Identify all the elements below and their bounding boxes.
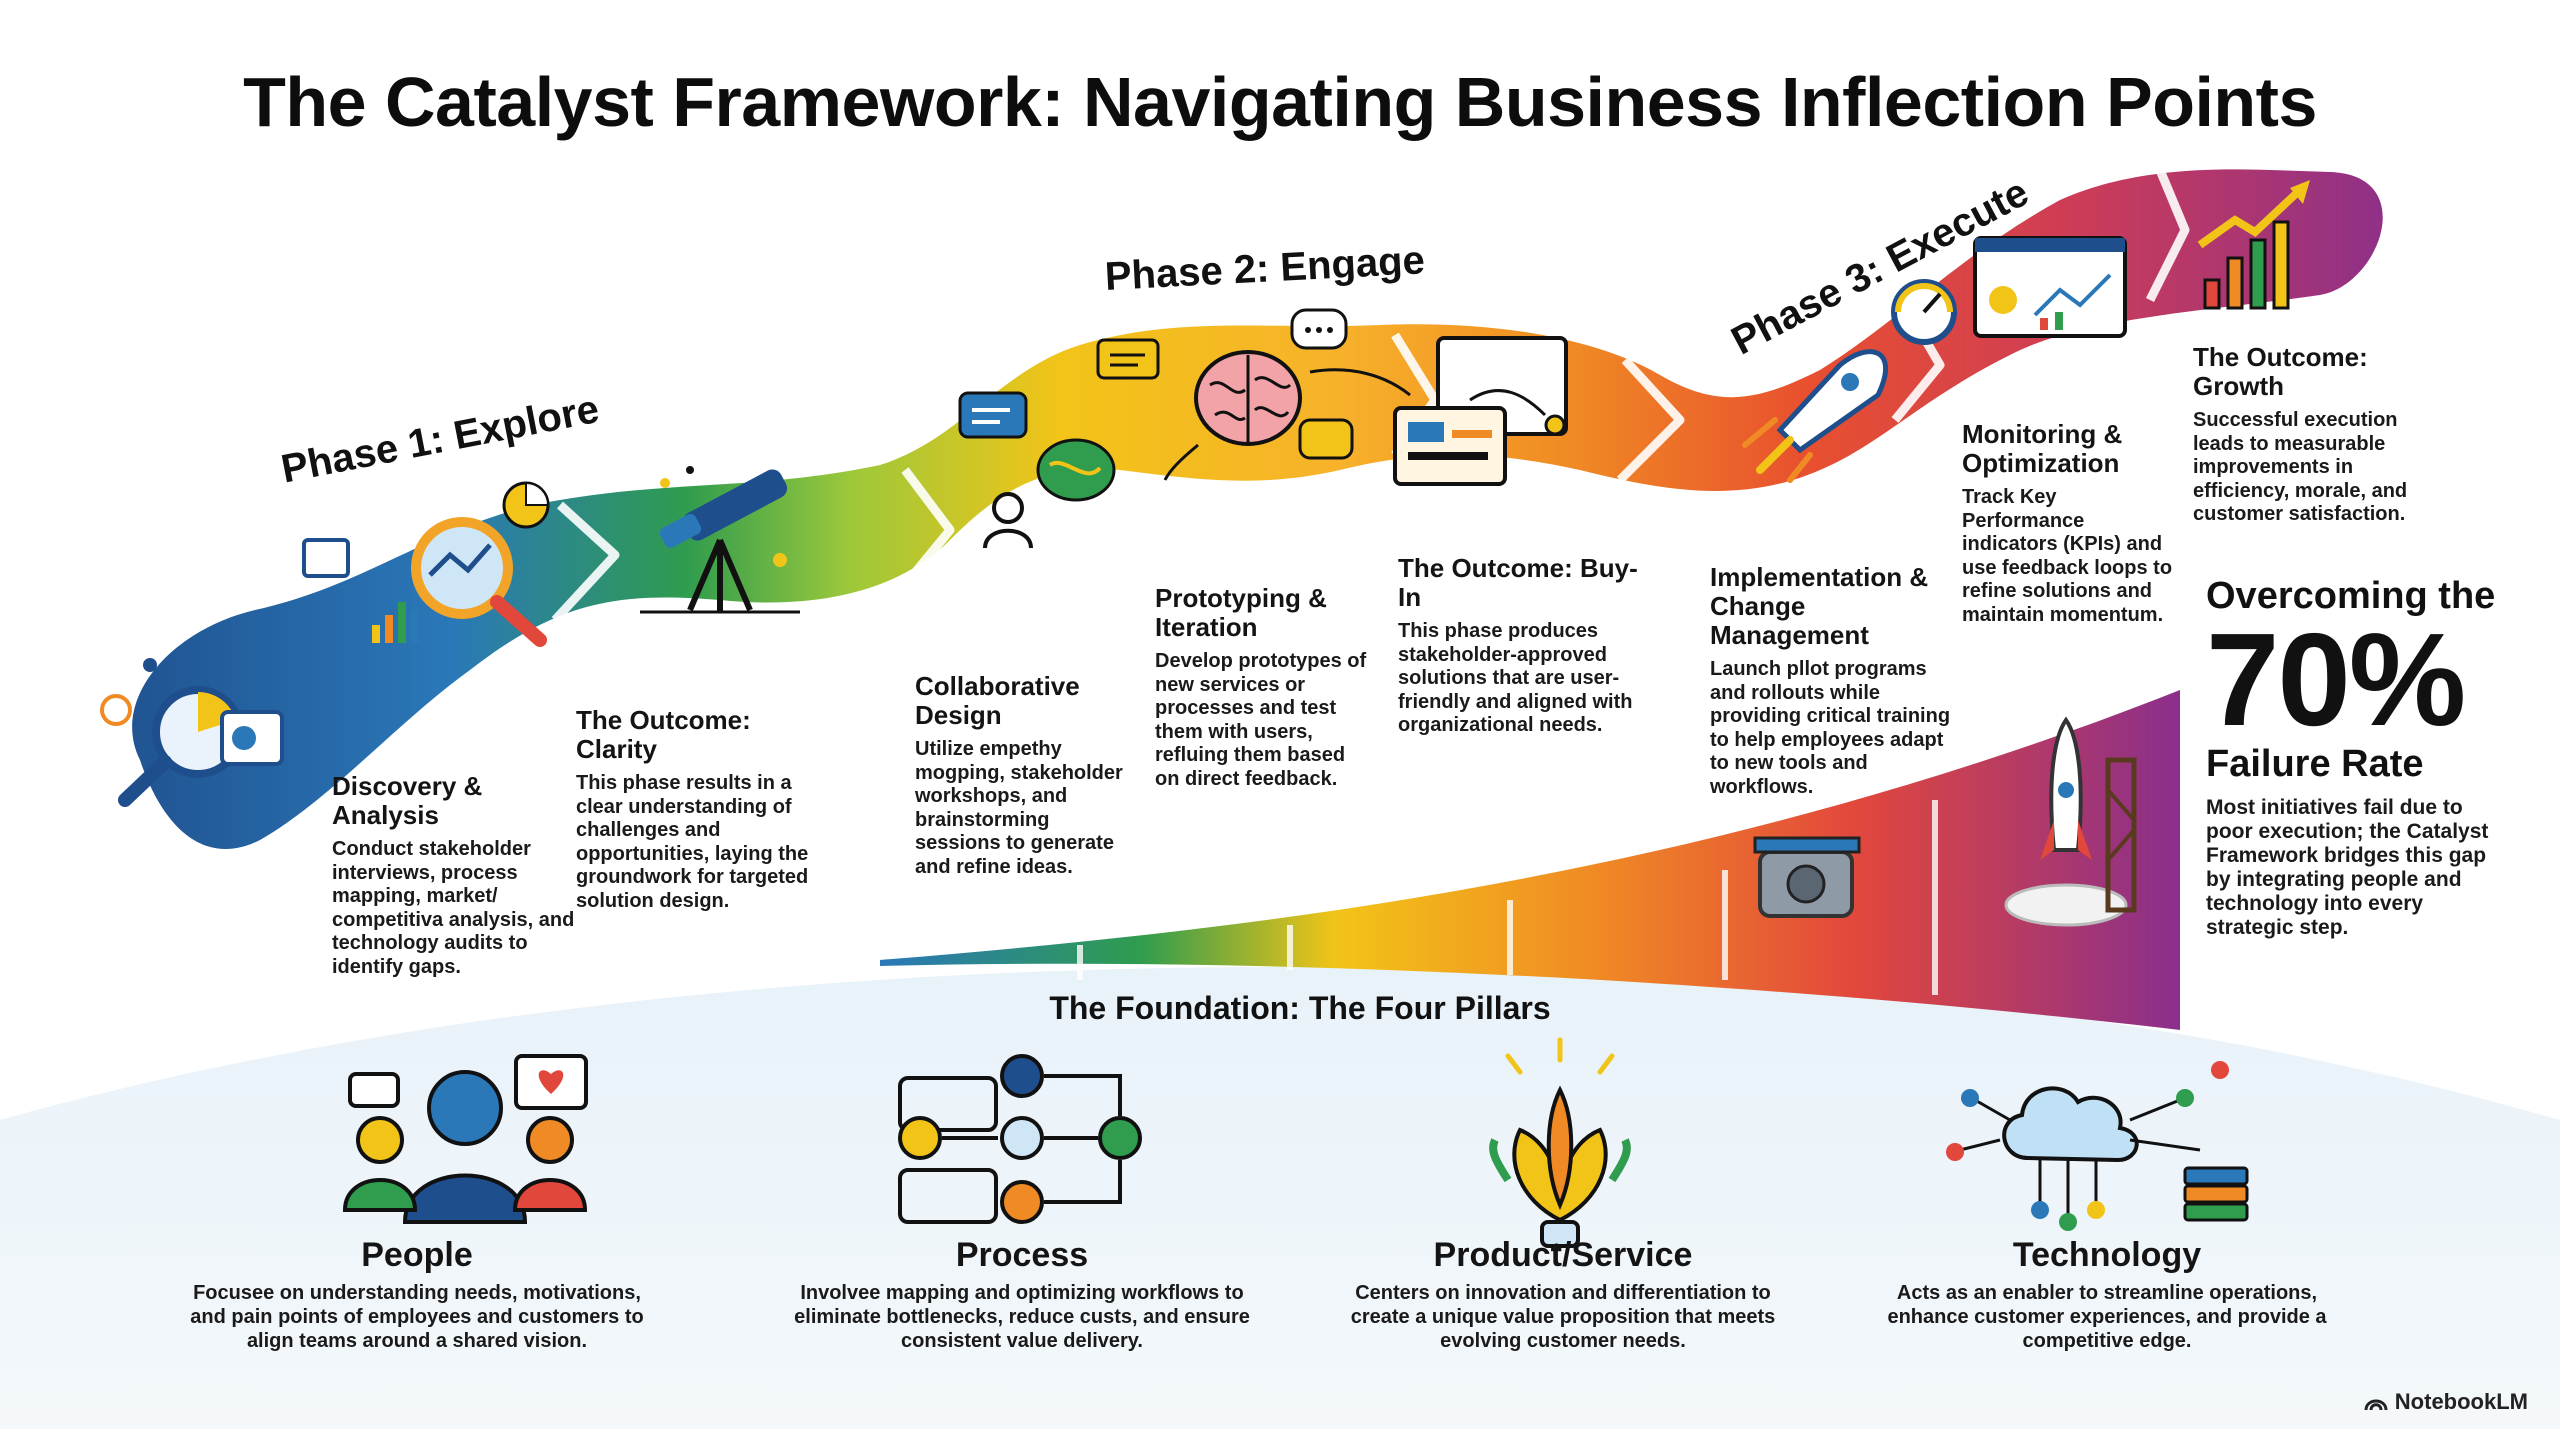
failure-text: Most initiatives fail due to poor execut… — [2206, 796, 2489, 939]
failure-heading-line1: Overcoming the — [2206, 575, 2496, 617]
engine-icon — [1753, 836, 1861, 918]
step-impl-text: Launch pllot programs and rollouts while… — [1710, 658, 1951, 798]
step-growth-text: Successful execution leads to measurable… — [2193, 409, 2408, 525]
brain-chat-icon — [958, 338, 1160, 549]
step-collab-text: Utilize empethy mogping, stakeholder wor… — [915, 738, 1123, 878]
launch-rocket-icon — [2004, 716, 2137, 927]
step-monitor-title: Monitoring & Optimization — [1962, 419, 2123, 478]
step-clarity-text: This phase results in a clear understand… — [576, 772, 809, 912]
step-clarity: The Outcome: Clarity This phase results … — [576, 706, 811, 913]
pillar-technology-name: Technology — [2012, 1236, 2202, 1274]
step-proto: Prototyping & Iteration Develop prototyp… — [1155, 584, 1370, 791]
step-buyin-title: The Outcome: Buy-In — [1398, 553, 1638, 612]
step-impl-title: Implementation & Change Management — [1710, 562, 1929, 650]
telescope-icon — [640, 466, 800, 614]
step-discovery-title: Discovery & Analysis — [332, 771, 483, 830]
pillar-people-name: People — [361, 1236, 473, 1274]
people-icon — [342, 1054, 588, 1224]
step-clarity-title: The Outcome: Clarity — [576, 705, 751, 764]
gauge-icon — [1891, 279, 1957, 345]
step-proto-text: Develop prototypes of new services or pr… — [1155, 650, 1367, 790]
cloud-network-icon — [1946, 1061, 2249, 1231]
pillar-people: People Focusee on understanding needs, m… — [187, 1236, 647, 1353]
step-growth-title: The Outcome: Growth — [2193, 342, 2368, 401]
step-growth: The Outcome: Growth Successful execution… — [2193, 343, 2443, 527]
brand-watermark: NotebookLM — [2363, 1389, 2528, 1415]
step-proto-title: Prototyping & Iteration — [1155, 583, 1327, 642]
pillar-product: Product/Service Centers on innovation an… — [1333, 1236, 1793, 1353]
growth-chart-icon — [2197, 180, 2310, 310]
notebooklm-logo-icon — [2364, 1399, 2388, 1411]
dashboard-icon — [1973, 236, 2127, 338]
step-monitor-text: Track Key Performance indicators (KPIs) … — [1962, 486, 2173, 626]
step-buyin-text: This phase produces stakeholder-approved… — [1398, 620, 1633, 736]
pillar-process-name: Process — [955, 1236, 1089, 1274]
step-monitor: Monitoring & Optimization Track Key Perf… — [1962, 420, 2177, 627]
pillar-people-text: Focusee on understanding needs, motivati… — [190, 1282, 644, 1352]
rocket-icon — [1742, 349, 1888, 483]
step-discovery: Discovery & Analysis Conduct stakeholder… — [332, 772, 577, 979]
lightbulb-lotus-icon — [1489, 1037, 1631, 1248]
pillar-technology: Technology Acts as an enabler to streaml… — [1877, 1236, 2337, 1353]
failure-rate-callout: Overcoming the 70% Failure Rate Most ini… — [2206, 574, 2496, 940]
pillar-process-text: Involvee mapping and optimizing workflow… — [794, 1282, 1250, 1352]
pillar-technology-text: Acts as an enabler to streamline operati… — [1887, 1282, 2327, 1352]
ramp-band — [880, 690, 2180, 1030]
magnifier-chart-icon — [100, 658, 284, 807]
failure-percentage: 70% — [2206, 606, 2466, 753]
journey-ribbon — [132, 169, 2383, 849]
page-title: The Catalyst Framework: Navigating Busin… — [243, 63, 2317, 141]
pillar-process: Process Involvee mapping and optimizing … — [792, 1236, 1252, 1353]
step-collab: Collaborative Design Utilize empethy mog… — [915, 672, 1140, 879]
brand-name: NotebookLM — [2394, 1389, 2528, 1414]
pillar-product-text: Centers on innovation and differentiatio… — [1350, 1282, 1776, 1352]
step-impl: Implementation & Change Management Launc… — [1710, 563, 1955, 799]
failure-heading-line3: Failure Rate — [2206, 743, 2424, 785]
brain-icon — [1163, 308, 1411, 481]
foundation-hill — [0, 967, 2560, 1429]
foundation-title: The Foundation: The Four Pillars — [1049, 990, 1551, 1026]
prototype-wireframe-icon — [1393, 336, 1568, 486]
magnifier-globe-icon — [302, 481, 550, 647]
pillar-product-name: Product/Service — [1433, 1236, 1693, 1274]
step-buyin: The Outcome: Buy-In This phase produces … — [1398, 554, 1643, 738]
process-flow-icon — [898, 1054, 1142, 1224]
step-discovery-text: Conduct stakeholder interviews, process … — [332, 838, 575, 978]
step-collab-title: Collaborative Design — [915, 671, 1080, 730]
